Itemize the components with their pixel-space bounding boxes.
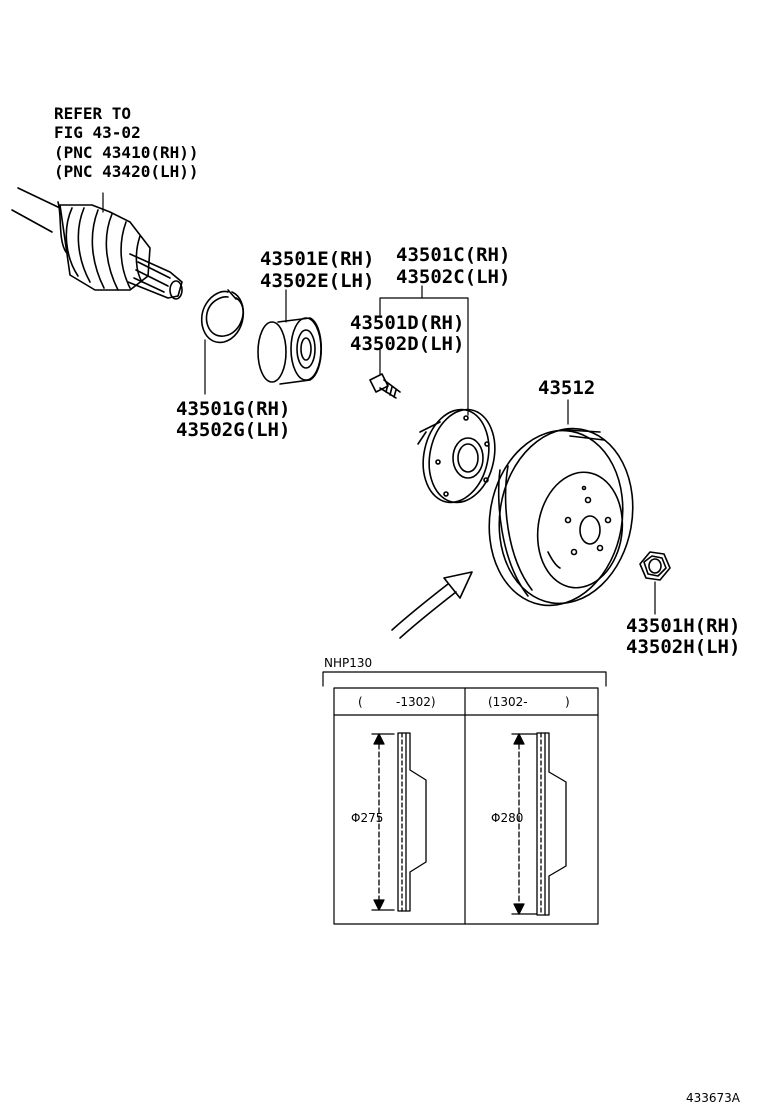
refer-note-line4: (PNC 43420(LH)) bbox=[54, 162, 199, 181]
nut-part-lh: 43502H(LH) bbox=[626, 636, 741, 658]
col1-header-open: ( bbox=[358, 695, 363, 709]
drive-shaft bbox=[11, 187, 183, 300]
wheel-bearing bbox=[257, 317, 322, 385]
col1-header-range: -1302) bbox=[396, 695, 436, 709]
disc-part-number: 43512 bbox=[538, 377, 596, 399]
bearing-part-rh: 43501E(RH) bbox=[260, 248, 375, 270]
nut-part-rh: 43501H(RH) bbox=[626, 615, 741, 637]
hub-bolt-part-rh: 43501D(RH) bbox=[350, 312, 465, 334]
hub-part-rh: 43501C(RH) bbox=[396, 244, 511, 266]
hub-part-lh: 43502C(LH) bbox=[396, 266, 511, 288]
refer-note-line3: (PNC 43410(RH)) bbox=[54, 143, 199, 162]
col2-header-close: ) bbox=[565, 695, 570, 709]
hub-bolt-part-lh: 43502D(LH) bbox=[350, 333, 465, 355]
hub-nut bbox=[639, 551, 671, 581]
detail-frame bbox=[322, 671, 607, 925]
col2-header-range: (1302- bbox=[488, 695, 528, 709]
direction-arrow bbox=[391, 571, 473, 639]
hub-bolt bbox=[369, 373, 401, 399]
disc-section-280 bbox=[511, 732, 567, 916]
snap-ring-part-lh: 43502G(LH) bbox=[176, 419, 291, 441]
snap-ring-part-rh: 43501G(RH) bbox=[176, 398, 291, 420]
disc-section-275 bbox=[371, 732, 427, 912]
bearing-part-lh: 43502E(LH) bbox=[260, 270, 375, 292]
brake-disc bbox=[488, 427, 634, 607]
axle-hub bbox=[417, 408, 496, 504]
refer-note-line1: REFER TO bbox=[54, 104, 132, 123]
disc-diameter-280: Φ280 bbox=[491, 811, 524, 825]
disc-diameter-275: Φ275 bbox=[351, 811, 384, 825]
model-code: NHP130 bbox=[324, 656, 373, 670]
snap-ring bbox=[200, 289, 245, 344]
figure-id: 433673A bbox=[686, 1091, 741, 1105]
refer-note-line2: FIG 43-02 bbox=[54, 123, 141, 142]
